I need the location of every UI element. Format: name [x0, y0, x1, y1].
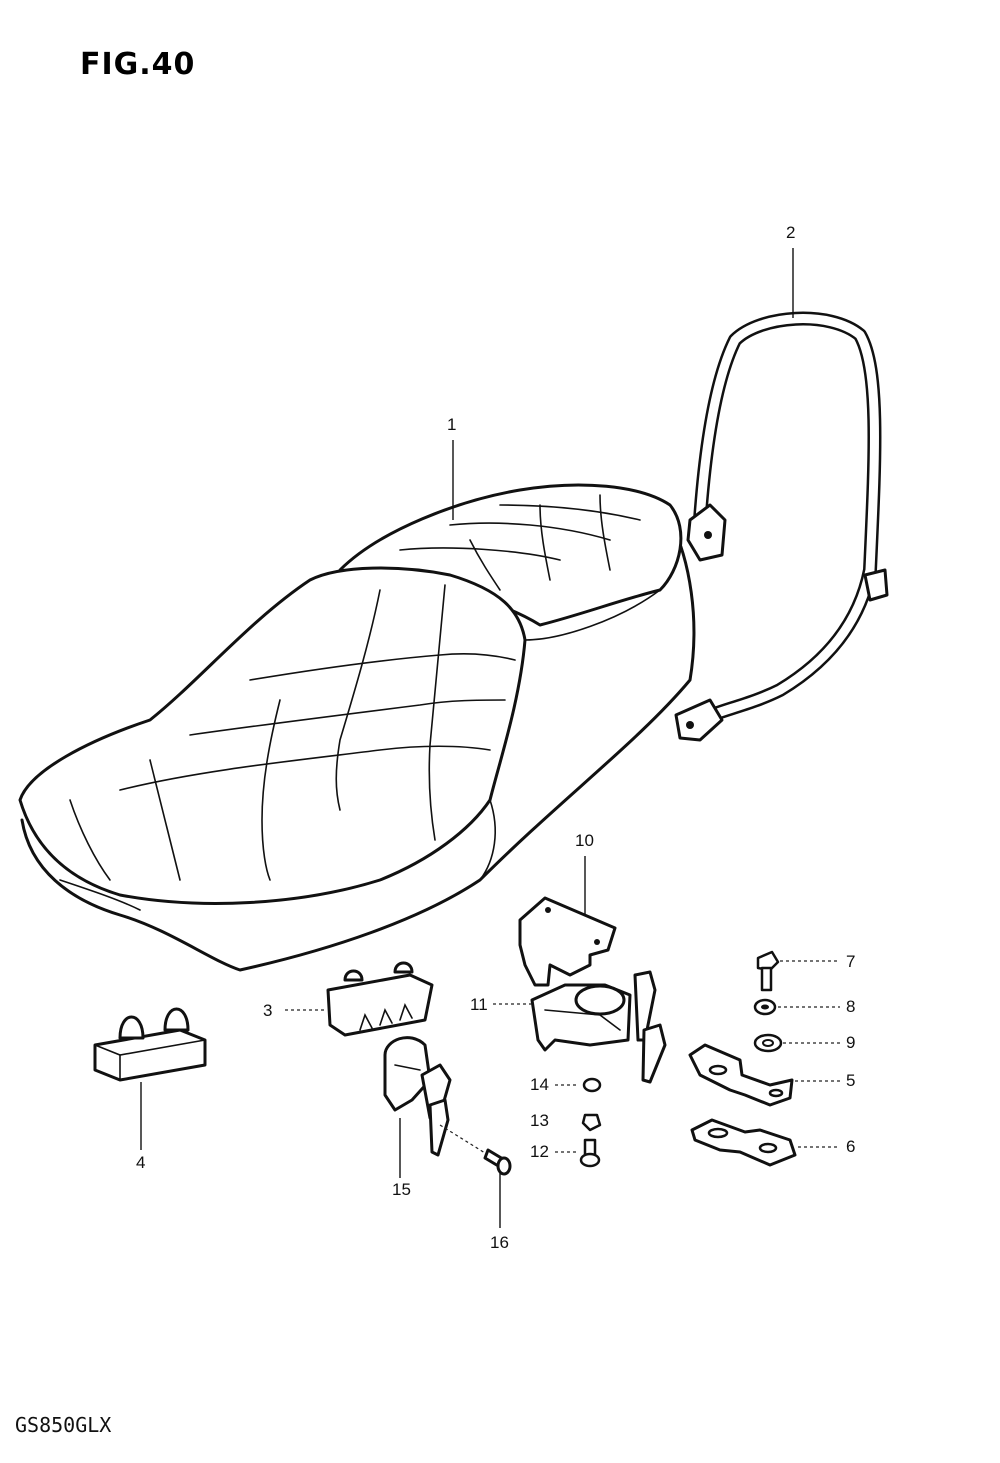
callout-5: 5: [846, 1071, 855, 1090]
callout-13: 13: [530, 1111, 549, 1130]
washer-icon: [753, 1033, 783, 1053]
figure-title: FIG.40: [80, 47, 195, 82]
model-code: GS850GLX: [15, 1413, 111, 1437]
bracket-icon: [518, 896, 617, 987]
bolt-icon: [756, 950, 780, 992]
callout-4: 4: [136, 1153, 145, 1172]
lock-washer-icon: [753, 998, 777, 1016]
plate-icon: [690, 1118, 797, 1167]
screw-icon: [439, 1124, 512, 1176]
washer-icon: [582, 1077, 602, 1093]
seat-cushion-block-icon: [93, 1007, 207, 1082]
callout-12: 12: [530, 1142, 549, 1161]
grab-rail-icon: [674, 311, 889, 742]
callout-11: 11: [470, 995, 488, 1014]
screw-icon: [579, 1138, 601, 1168]
callout-16: 16: [490, 1233, 509, 1252]
callout-1: 1: [447, 415, 456, 434]
seat-icon: [18, 483, 696, 972]
callout-14: 14: [530, 1075, 549, 1094]
seat-cushion-block-icon: [326, 961, 434, 1037]
callout-3: 3: [263, 1001, 272, 1020]
callout-6: 6: [846, 1137, 855, 1156]
callout-9: 9: [846, 1033, 855, 1052]
callout-15: 15: [392, 1180, 411, 1199]
helmet-lock-icon: [383, 1036, 452, 1157]
callout-10: 10: [575, 831, 594, 850]
callout-8: 8: [846, 997, 855, 1016]
lock-washer-icon: [581, 1113, 602, 1132]
bracket-icon: [688, 1043, 794, 1107]
seat-lock-icon: [530, 970, 667, 1084]
callout-2: 2: [786, 223, 795, 242]
callout-7: 7: [846, 952, 855, 971]
